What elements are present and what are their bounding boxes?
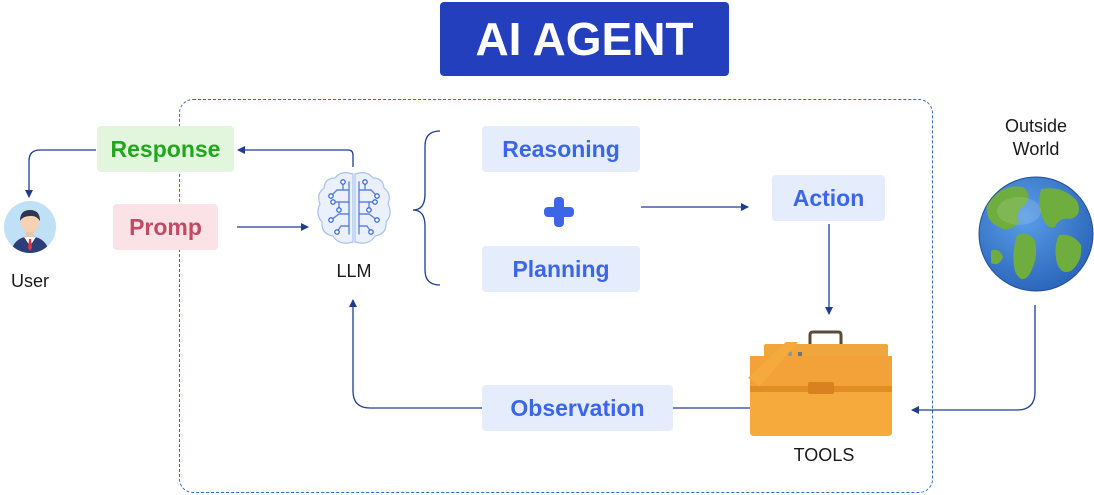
arrow-world-to-tools — [911, 305, 1036, 414]
globe-icon — [978, 176, 1094, 292]
agent-boundary — [179, 99, 933, 493]
page-title: AI AGENT — [440, 2, 729, 76]
arrow-llm-to-response — [237, 146, 354, 167]
toolbox-icon — [748, 330, 892, 436]
brain-circuit-icon — [317, 172, 391, 244]
prompt-box: Promp — [113, 204, 218, 250]
user-avatar-icon — [4, 201, 56, 253]
arrow-response-to-user — [25, 149, 96, 198]
response-box: Response — [97, 126, 234, 172]
llm-label: LLM — [336, 261, 372, 281]
outside-world-line1: Outside — [1004, 116, 1068, 136]
tools-label: TOOLS — [793, 445, 855, 465]
outside-world-label: Outside World — [989, 115, 1083, 161]
planning-box: Planning — [482, 246, 640, 292]
action-box: Action — [772, 175, 885, 221]
outside-world-line2: World — [1012, 139, 1060, 159]
observation-box: Observation — [482, 385, 673, 431]
arrow-observation-to-llm — [349, 299, 482, 409]
curly-brace — [412, 130, 441, 286]
plus-icon — [544, 197, 574, 227]
reasoning-box: Reasoning — [482, 126, 640, 172]
user-label: User — [10, 271, 49, 291]
